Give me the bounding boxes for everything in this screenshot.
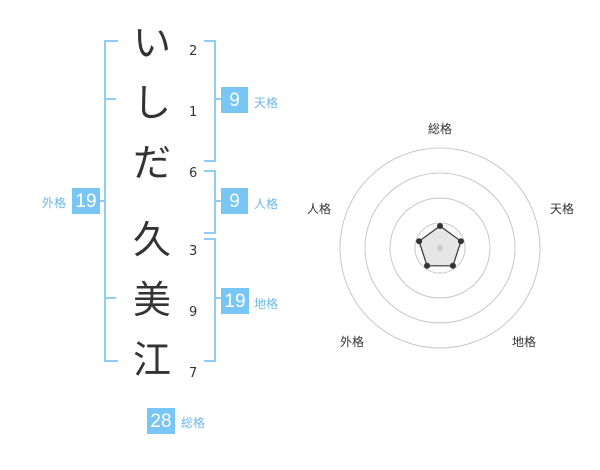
radar-ring xyxy=(389,197,491,299)
given-name-char-2: 美 xyxy=(132,278,171,322)
given-name-char-3: 江 xyxy=(132,338,171,382)
jinkaku-value: 9 xyxy=(221,188,248,214)
tenkaku-label: 天格 xyxy=(254,96,279,110)
radar-ring xyxy=(364,172,516,324)
gaikaku-label: 外格 xyxy=(42,196,67,210)
chikaku-bracket xyxy=(204,238,216,362)
radar-score-point-4 xyxy=(424,262,431,269)
radar-score-point-1 xyxy=(437,223,443,229)
radar-score-point-3 xyxy=(449,262,456,269)
radar-axis-label-chikaku: 地格 xyxy=(512,335,537,349)
radar-score-point-2 xyxy=(457,238,464,245)
radar-axis-label-jinkaku: 人格 xyxy=(307,202,332,216)
tenkaku-bracket xyxy=(204,40,216,162)
chikaku-value: 19 xyxy=(221,288,249,314)
surname-stroke-count-3: 6 xyxy=(189,166,198,181)
chikaku-label: 地格 xyxy=(254,297,279,311)
surname-stroke-count-2: 1 xyxy=(189,105,198,120)
gaikaku-bracket-connector xyxy=(98,200,106,202)
surname-stroke-count-1: 2 xyxy=(189,44,198,59)
jinkaku-bracket-connector xyxy=(214,200,222,202)
tenkaku-bracket-connector xyxy=(214,98,222,100)
soukaku-label: 総格 xyxy=(181,416,206,430)
given-name-stroke-count-1: 3 xyxy=(189,244,198,259)
jinkaku-bracket xyxy=(204,170,216,234)
given-name-stroke-count-3: 7 xyxy=(189,366,198,381)
radar-center-point xyxy=(437,245,443,251)
radar-score-point-5 xyxy=(416,238,423,245)
surname-char-3: だ xyxy=(132,141,171,185)
radar-ring xyxy=(339,147,541,349)
jinkaku-label: 人格 xyxy=(254,197,279,211)
tenkaku-value: 9 xyxy=(221,87,248,113)
chikaku-bracket-connector xyxy=(214,297,222,299)
given-name-stroke-count-2: 9 xyxy=(189,305,198,320)
radar-axis-label-gaikaku: 外格 xyxy=(340,335,365,349)
gaikaku-value: 19 xyxy=(72,188,100,214)
surname-char-2: し xyxy=(132,81,171,125)
gaikaku-bracket-tick xyxy=(104,297,116,299)
surname-char-1: い xyxy=(132,21,171,65)
gaikaku-bracket-tick xyxy=(104,98,116,100)
radar-axis-label-tenkaku: 天格 xyxy=(550,202,575,216)
given-name-char-1: 久 xyxy=(132,218,171,262)
radar-axis-label-soukaku: 総格 xyxy=(428,122,453,136)
soukaku-value: 28 xyxy=(147,408,175,434)
